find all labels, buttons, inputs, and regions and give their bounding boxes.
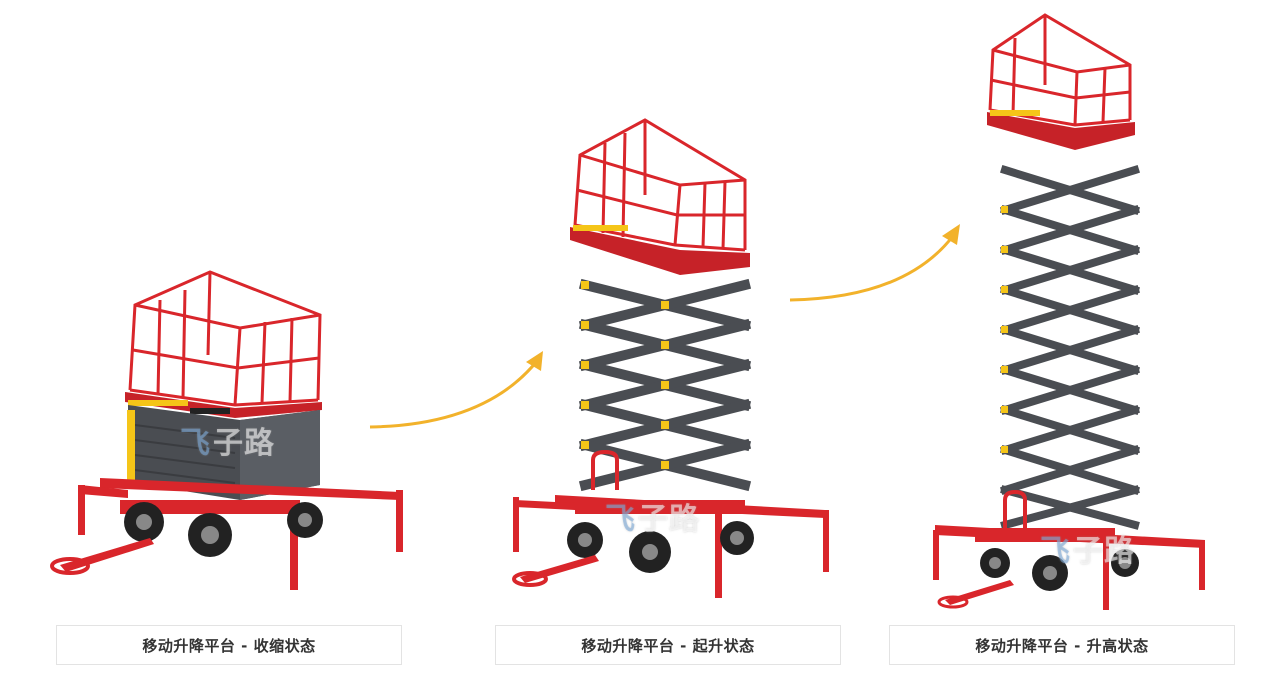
lift-image-retracted bbox=[50, 270, 403, 590]
caption-text: 移动升降平台 - 起升状态 bbox=[581, 636, 755, 655]
watermark-logo: 飞子路 bbox=[1040, 534, 1135, 569]
arrow-curve-icon bbox=[369, 351, 543, 429]
caption-text: 移动升降平台 - 升高状态 bbox=[975, 636, 1149, 655]
watermark-logo: 飞子路 bbox=[605, 502, 700, 537]
lift-image-lifting bbox=[512, 118, 829, 598]
lift-image-raised bbox=[933, 13, 1205, 610]
caption-raised: 移动升降平台 - 升高状态 bbox=[889, 625, 1235, 665]
caption-lifting: 移动升降平台 - 起升状态 bbox=[495, 625, 841, 665]
caption-text: 移动升降平台 - 收缩状态 bbox=[142, 636, 316, 655]
caption-retracted: 移动升降平台 - 收缩状态 bbox=[56, 625, 402, 665]
watermark-logo: 飞子路 bbox=[180, 426, 275, 461]
arrow-curve-icon bbox=[789, 224, 960, 302]
